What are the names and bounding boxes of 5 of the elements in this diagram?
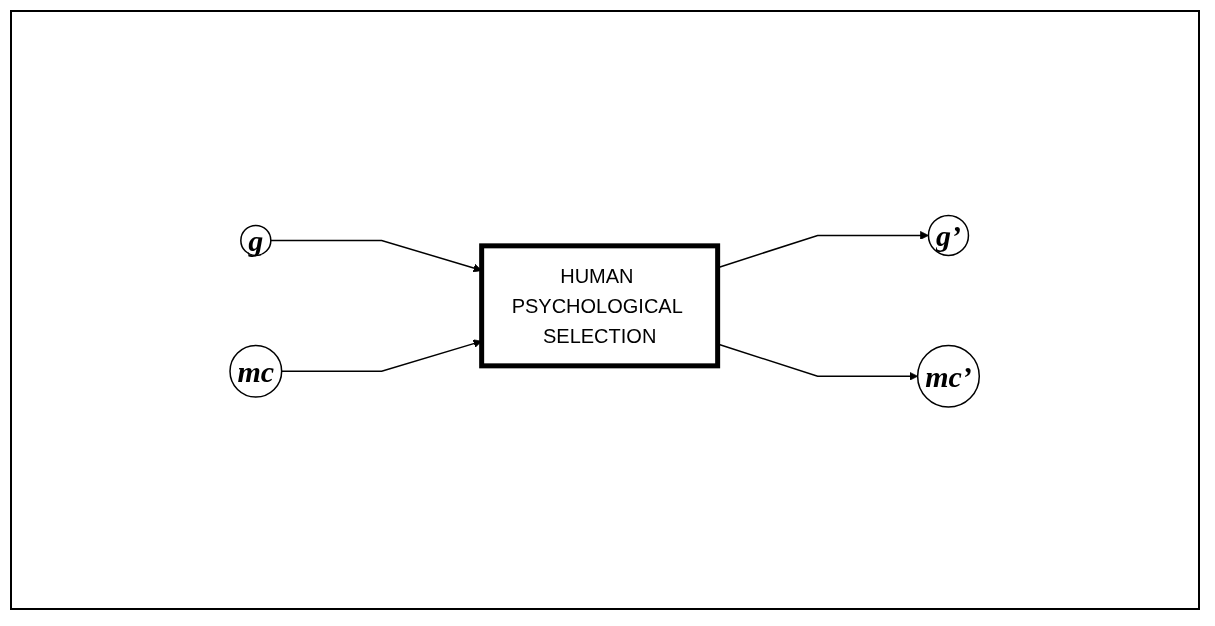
node-circle: mc’	[917, 344, 981, 408]
node-circle: mc	[229, 344, 283, 398]
node-box: HUMAN PSYCHOLOGICAL SELECTION	[479, 243, 721, 369]
node-circle: g’	[928, 214, 970, 257]
node-circle: g	[240, 224, 272, 257]
